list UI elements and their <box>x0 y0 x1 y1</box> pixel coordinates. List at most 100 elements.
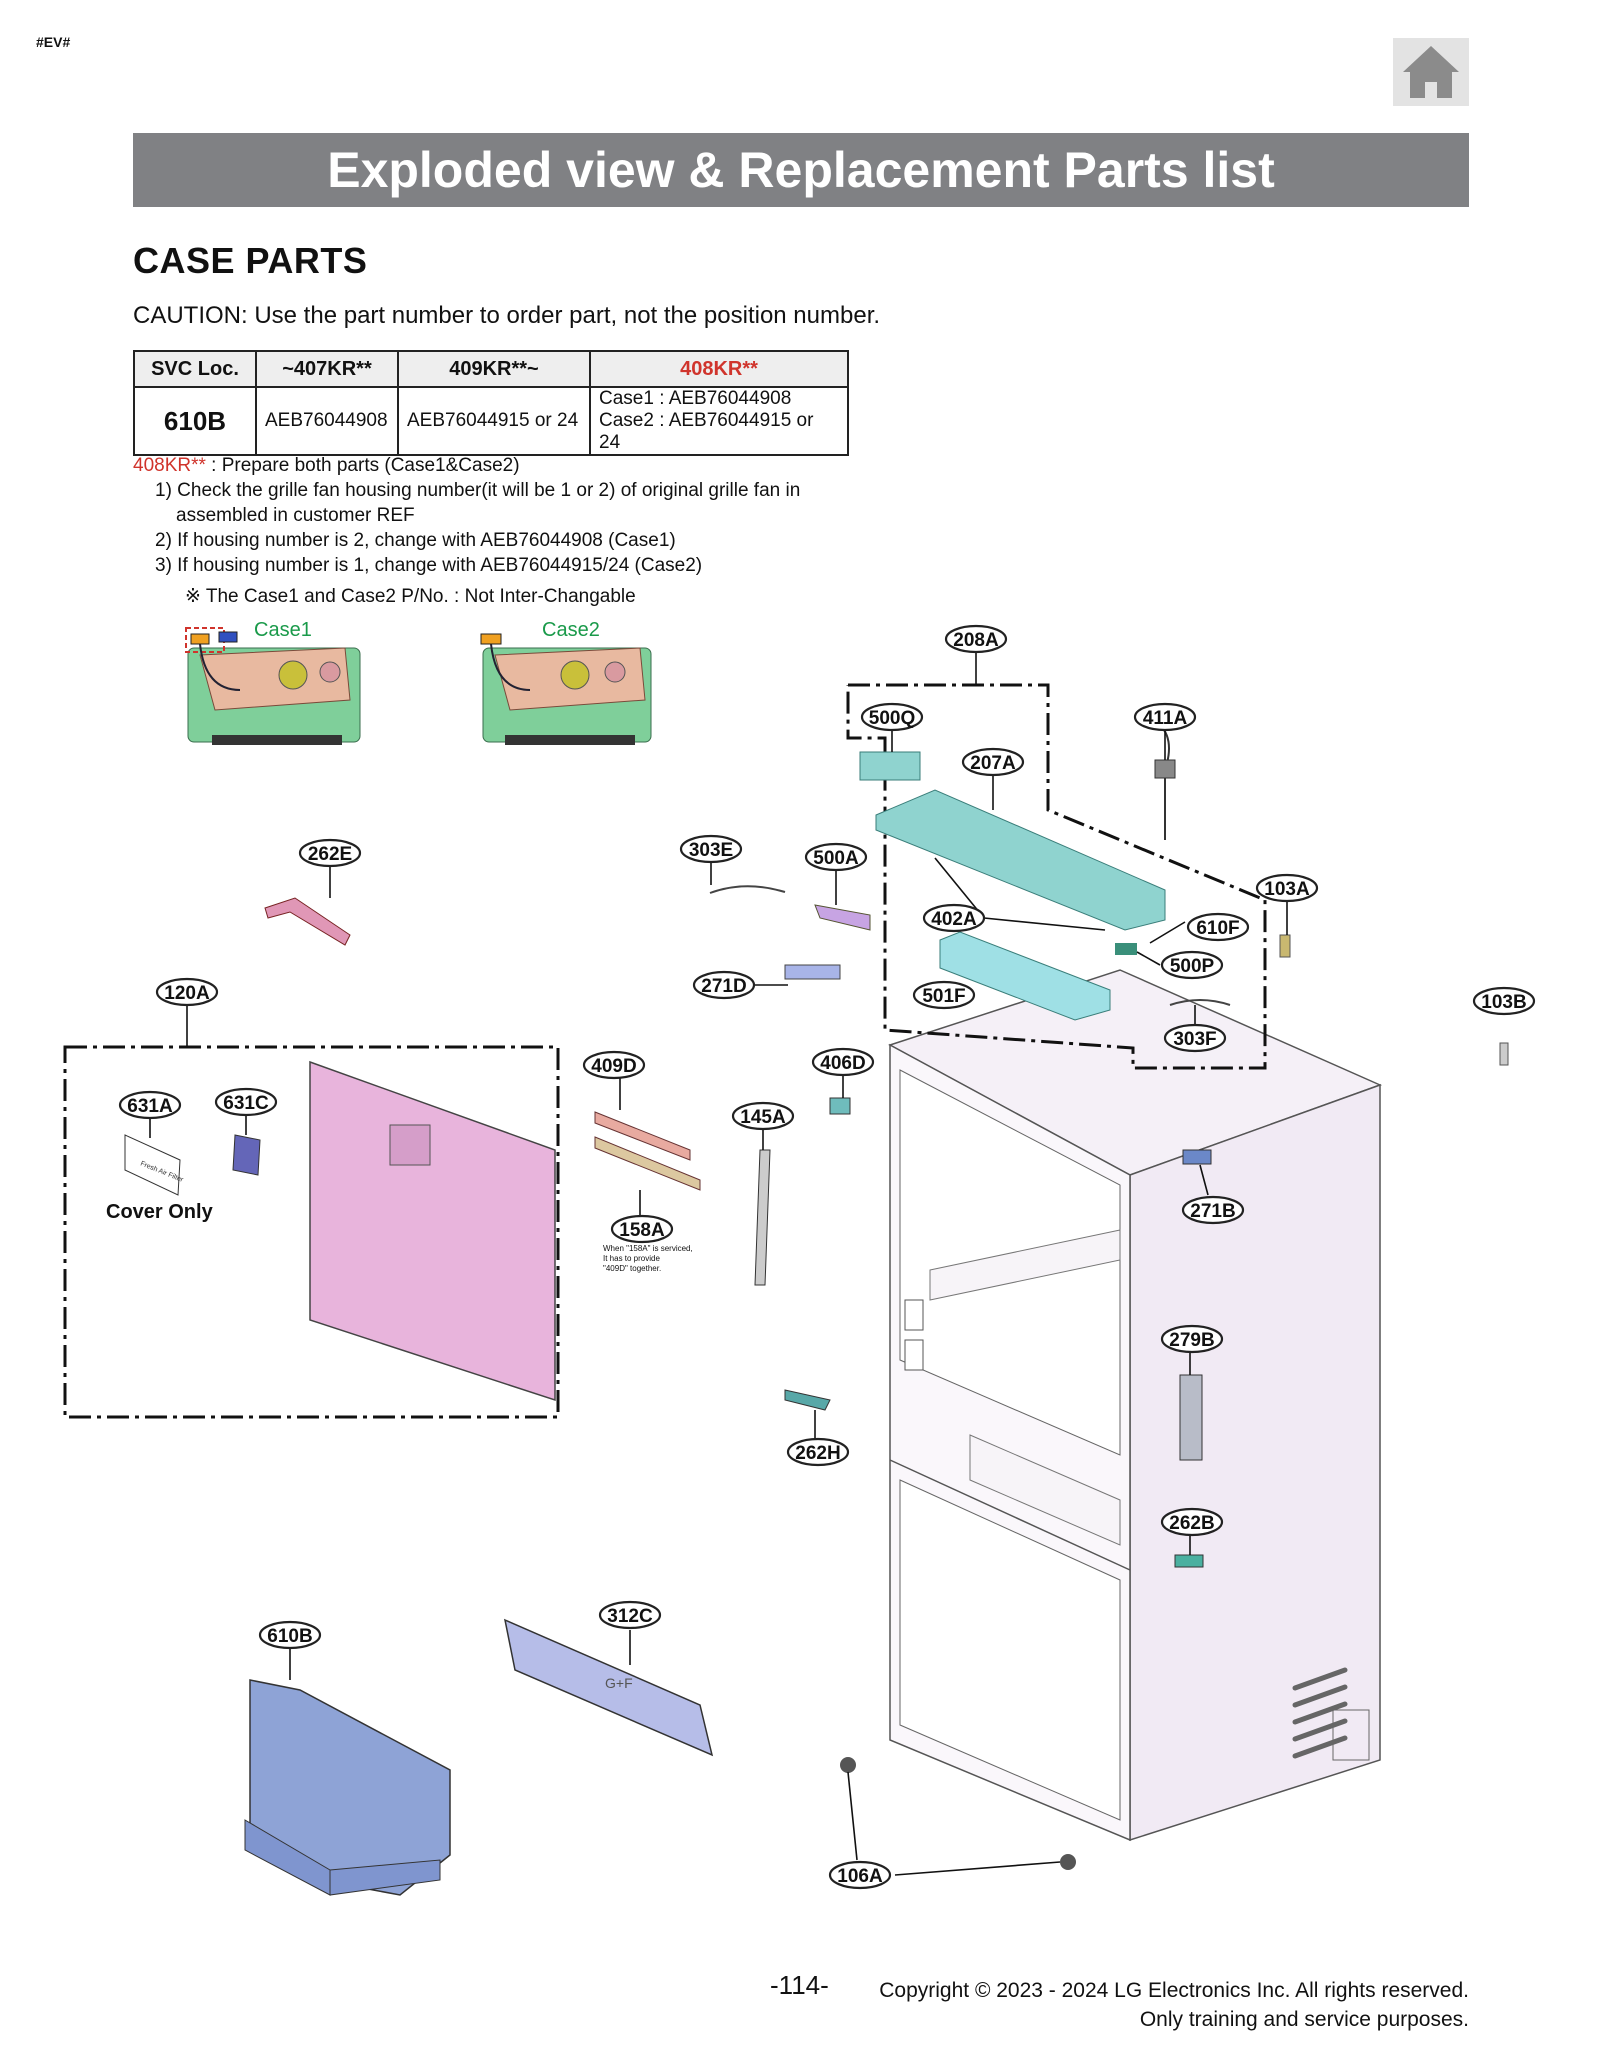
svg-text:145A: 145A <box>740 1107 786 1128</box>
callout-501f: 501F <box>912 980 976 1010</box>
table-header: ~407KR** <box>255 350 399 388</box>
svg-text:103B: 103B <box>1481 992 1526 1013</box>
table-cell: AEB76044915 or 24 <box>397 386 591 456</box>
part-cover-panel <box>309 1060 556 1402</box>
usage-line: Only training and service purposes. <box>1139 2008 1469 2031</box>
svg-text:207A: 207A <box>970 753 1016 774</box>
part-303f <box>1169 999 1231 1006</box>
part-103b <box>1499 1042 1509 1066</box>
part-500a <box>814 904 871 931</box>
part-262b <box>1174 1554 1204 1568</box>
callout-303e: 303E <box>679 834 743 864</box>
case2-board <box>480 633 652 745</box>
callouts: 208A 500Q 207A 411A 262E 303E 500A 103A … <box>118 624 1536 1890</box>
home-icon <box>1403 46 1459 98</box>
callout-271d: 271D <box>692 970 756 1000</box>
copyright: Copyright © 2023 - 2024 LG Electronics I… <box>879 1976 1469 2034</box>
notes-block: 408KR** : Prepare both parts (Case1&Case… <box>133 453 800 609</box>
table-cell: Case1 : AEB76044908 Case2 : AEB76044915 … <box>589 386 849 456</box>
part-103a <box>1279 934 1291 958</box>
svg-text:103A: 103A <box>1264 879 1310 900</box>
callout-500q: 500Q <box>860 702 924 732</box>
callout-631a: 631A <box>118 1090 182 1120</box>
callout-208a: 208A <box>944 624 1008 654</box>
part-262h <box>784 1389 831 1411</box>
table-header: 408KR** <box>589 350 849 388</box>
part-312c <box>503 1618 714 1757</box>
callout-145a: 145A <box>731 1101 795 1131</box>
svg-text:610F: 610F <box>1196 918 1239 939</box>
table-cell-loc: 610B <box>133 386 257 456</box>
case2-label: Case2 <box>542 619 600 641</box>
callout-406d: 406D <box>811 1047 875 1077</box>
section-title: CASE PARTS <box>133 240 368 281</box>
svc-location-table: SVC Loc. ~407KR** 409KR**~ 408KR** 610B … <box>133 350 849 456</box>
svg-text:402A: 402A <box>931 909 977 930</box>
svg-text:409D: 409D <box>591 1056 636 1077</box>
refrigerator-cabinet <box>888 969 1383 1842</box>
part-631c <box>232 1134 261 1176</box>
svg-text:406D: 406D <box>820 1053 865 1074</box>
callout-207a: 207A <box>961 747 1025 777</box>
case1-board <box>185 627 361 745</box>
svg-text:271B: 271B <box>1190 1201 1235 1222</box>
callout-500p: 500P <box>1160 950 1224 980</box>
note-line: It has to provide <box>603 1254 660 1263</box>
svg-text:271D: 271D <box>701 976 746 997</box>
svg-text:106A: 106A <box>837 1866 883 1887</box>
callout-106a: 106A <box>828 1860 892 1890</box>
callout-271b: 271B <box>1181 1195 1245 1225</box>
case2-part: Case2 : AEB76044915 or 24 <box>599 410 814 453</box>
part-271d <box>784 964 841 980</box>
callout-411a: 411A <box>1133 702 1197 732</box>
svg-text:312C: 312C <box>607 1606 653 1627</box>
home-button[interactable] <box>1393 38 1469 106</box>
table-row: 610B AEB76044908 AEB76044915 or 24 Case1… <box>133 386 849 456</box>
table-cell: AEB76044908 <box>255 386 399 456</box>
callout-279b: 279B <box>1160 1324 1224 1354</box>
page-title-banner: Exploded view & Replacement Parts list <box>133 133 1469 207</box>
note-step: 1) Check the grille fan housing number(i… <box>155 480 801 501</box>
callout-610f: 610F <box>1186 912 1250 942</box>
panel-logo: G+F <box>605 1675 633 1691</box>
part-207a <box>875 789 1166 931</box>
svg-text:158A: 158A <box>619 1220 665 1241</box>
svg-text:411A: 411A <box>1143 708 1188 729</box>
svg-text:303E: 303E <box>689 840 733 861</box>
note-line: "409D" together. <box>603 1264 662 1273</box>
part-279b <box>1179 1374 1203 1461</box>
svg-text:208A: 208A <box>953 630 999 651</box>
part-409d <box>594 1111 691 1161</box>
note-158a: When "158A" is serviced, It has to provi… <box>603 1244 693 1274</box>
part-262e <box>264 897 351 946</box>
svg-text:631A: 631A <box>127 1096 173 1117</box>
svg-text:279B: 279B <box>1169 1330 1214 1351</box>
table-header: SVC Loc. <box>133 350 257 388</box>
callout-262b: 262B <box>1160 1507 1224 1537</box>
callout-610b: 610B <box>258 1620 322 1650</box>
svg-text:631C: 631C <box>223 1093 269 1114</box>
svg-text:501F: 501F <box>922 986 965 1007</box>
part-501f <box>939 931 1111 1021</box>
case1-label: Case1 <box>254 619 312 641</box>
svg-text:262E: 262E <box>308 844 352 865</box>
part-145a <box>754 1149 771 1286</box>
callout-500a: 500A <box>804 842 868 872</box>
callout-312c: 312C <box>598 1600 662 1630</box>
part-406d <box>829 1097 851 1115</box>
note-step: 3) If housing number is 1, change with A… <box>155 555 703 576</box>
part-631a <box>124 1134 181 1196</box>
svg-text:262H: 262H <box>795 1443 840 1464</box>
table-header-row: SVC Loc. ~407KR** 409KR**~ 408KR** <box>133 350 849 388</box>
part-158a <box>594 1136 701 1191</box>
caution-text: CAUTION: Use the part number to order pa… <box>133 302 881 329</box>
callout-409d: 409D <box>582 1050 646 1080</box>
part-500q <box>859 751 921 781</box>
corner-tag: #EV# <box>36 34 71 50</box>
model-code: 408KR** <box>133 455 206 476</box>
case1-part: Case1 : AEB76044908 <box>599 388 792 409</box>
callout-262e: 262E <box>298 838 362 868</box>
callout-103b: 103B <box>1472 986 1536 1016</box>
part-500p <box>1115 943 1137 955</box>
part-303e <box>709 885 786 894</box>
